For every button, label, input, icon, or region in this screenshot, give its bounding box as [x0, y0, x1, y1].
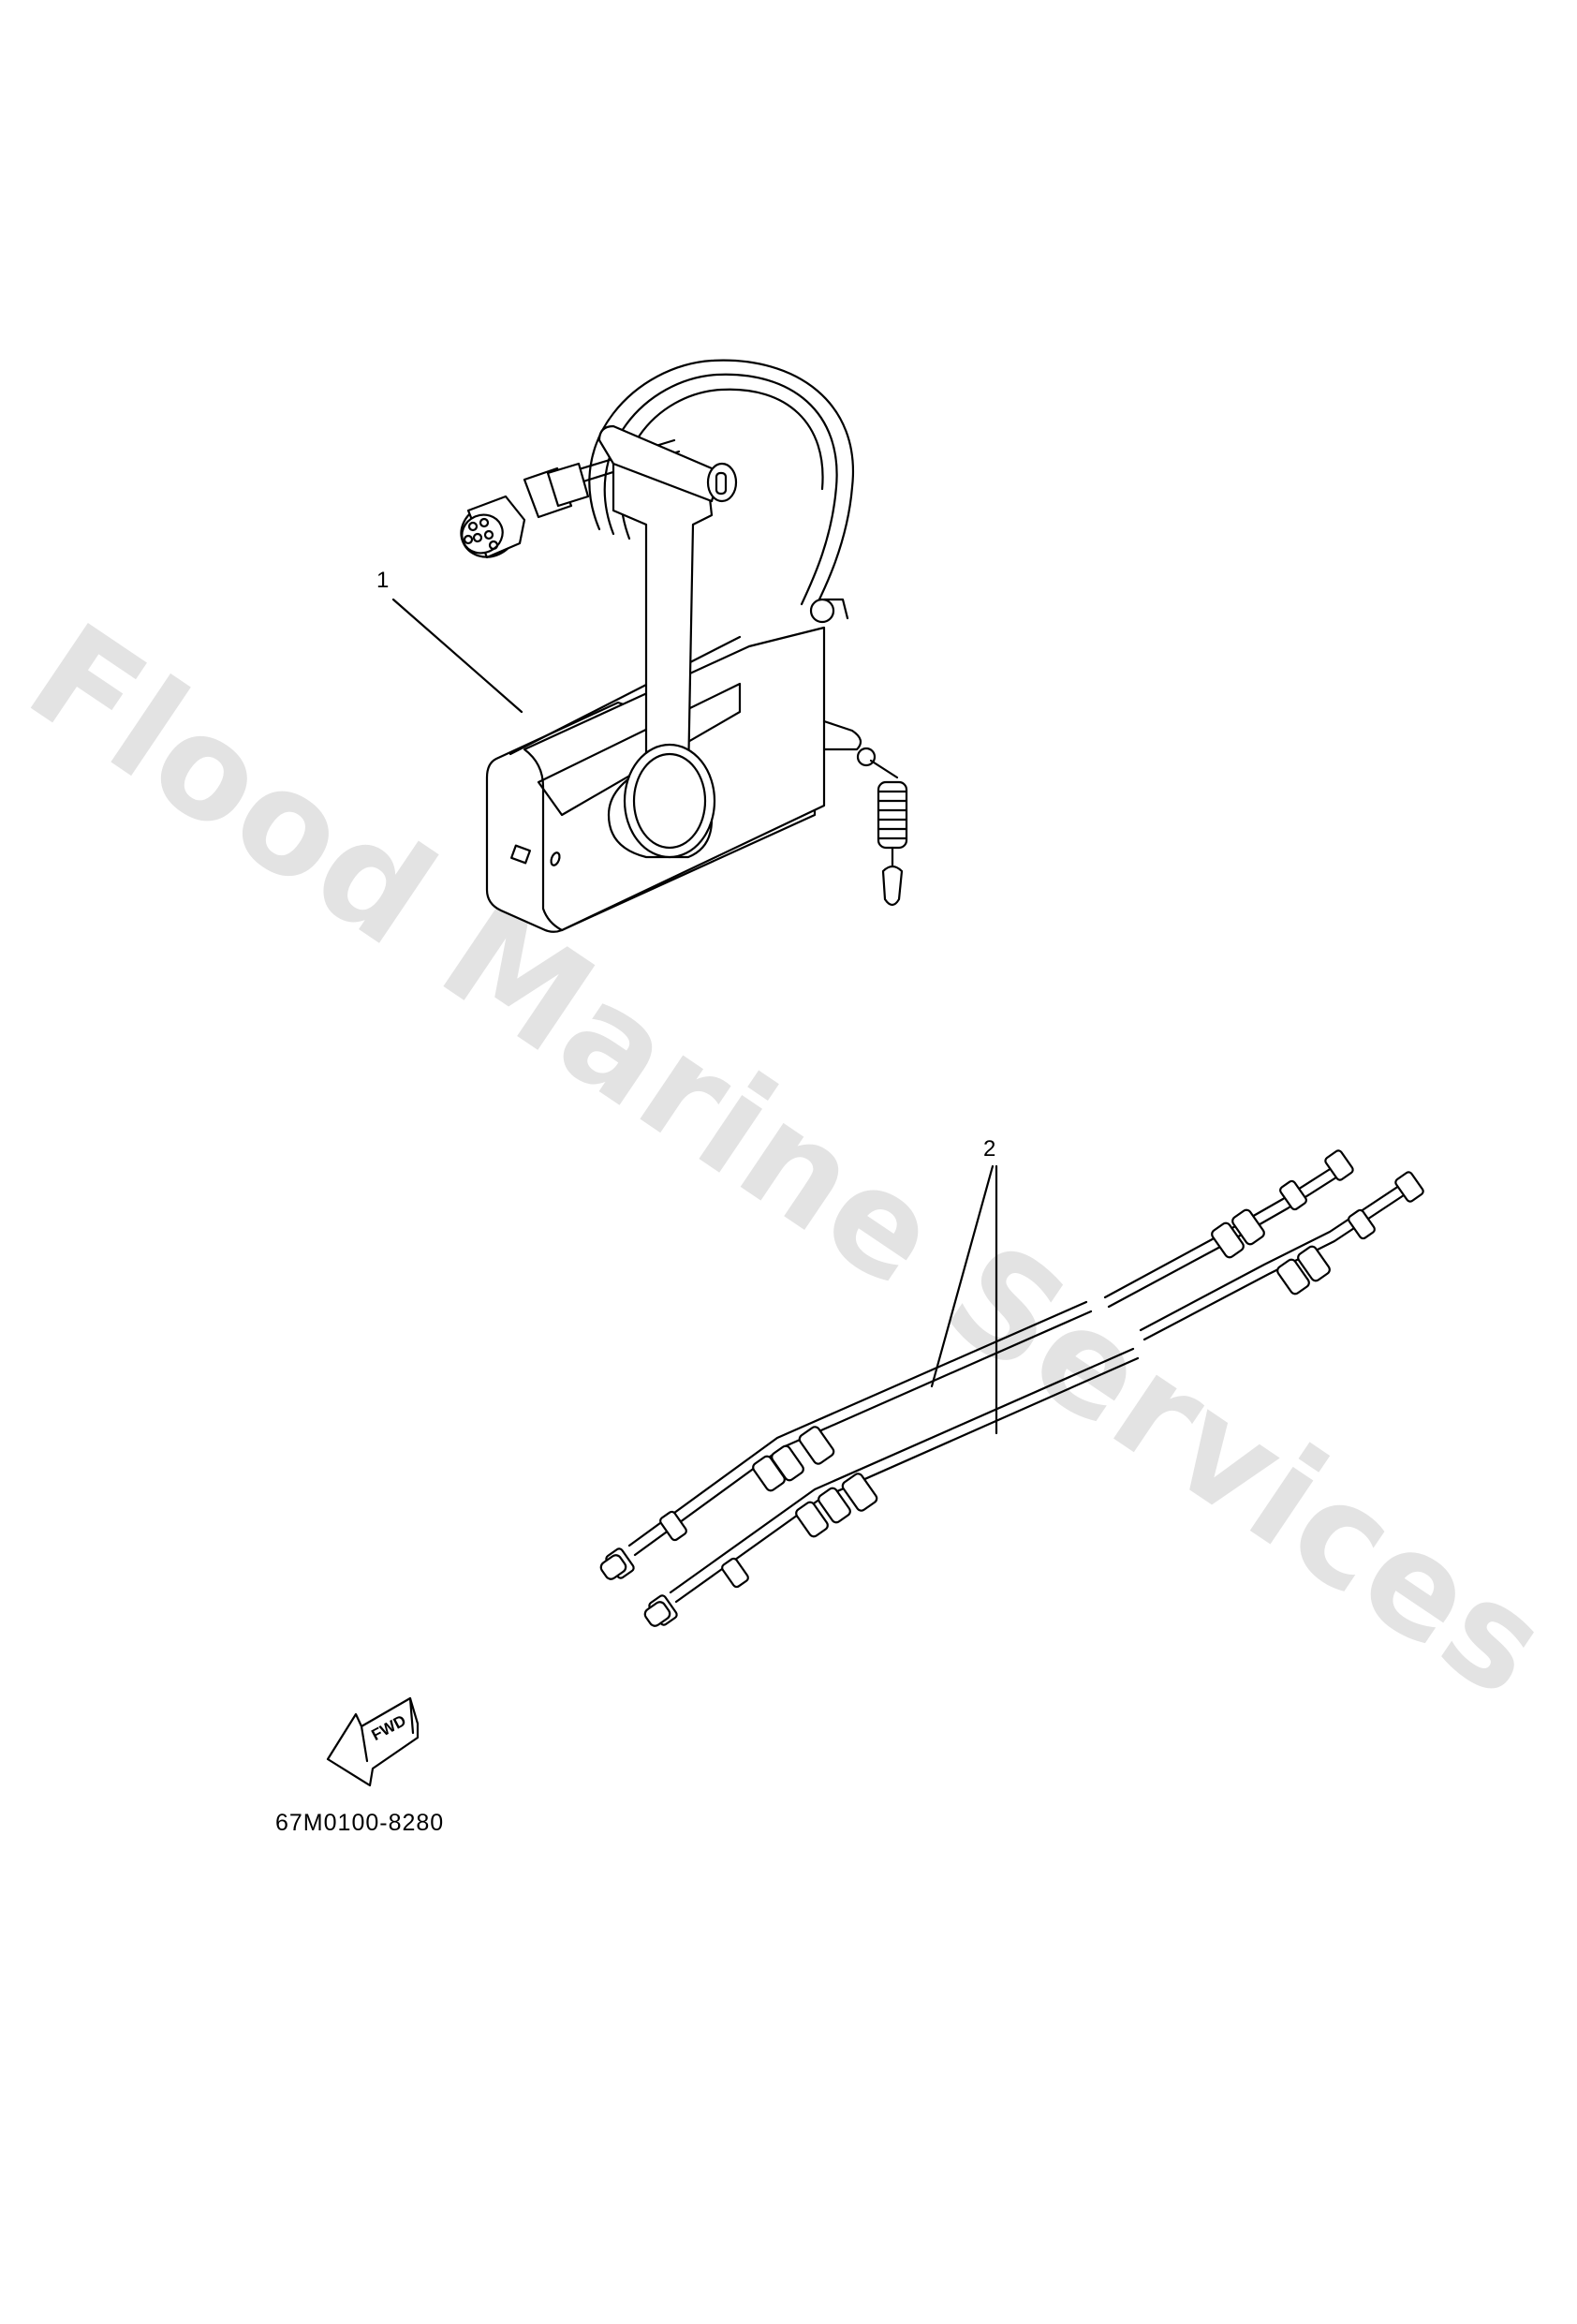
remote-control-box[interactable]: [452, 359, 908, 933]
part-number: 67M0100-8280: [275, 1810, 445, 1836]
callout-2: 2: [983, 1136, 996, 1162]
kill-switch-spring: [877, 780, 908, 907]
fwd-arrow-icon: [326, 1696, 420, 1787]
callout-1: 1: [376, 568, 390, 593]
leader-line-2a: [930, 1164, 995, 1388]
leader-line-1: [391, 598, 523, 714]
remote-control-cables[interactable]: [598, 1149, 1424, 1628]
